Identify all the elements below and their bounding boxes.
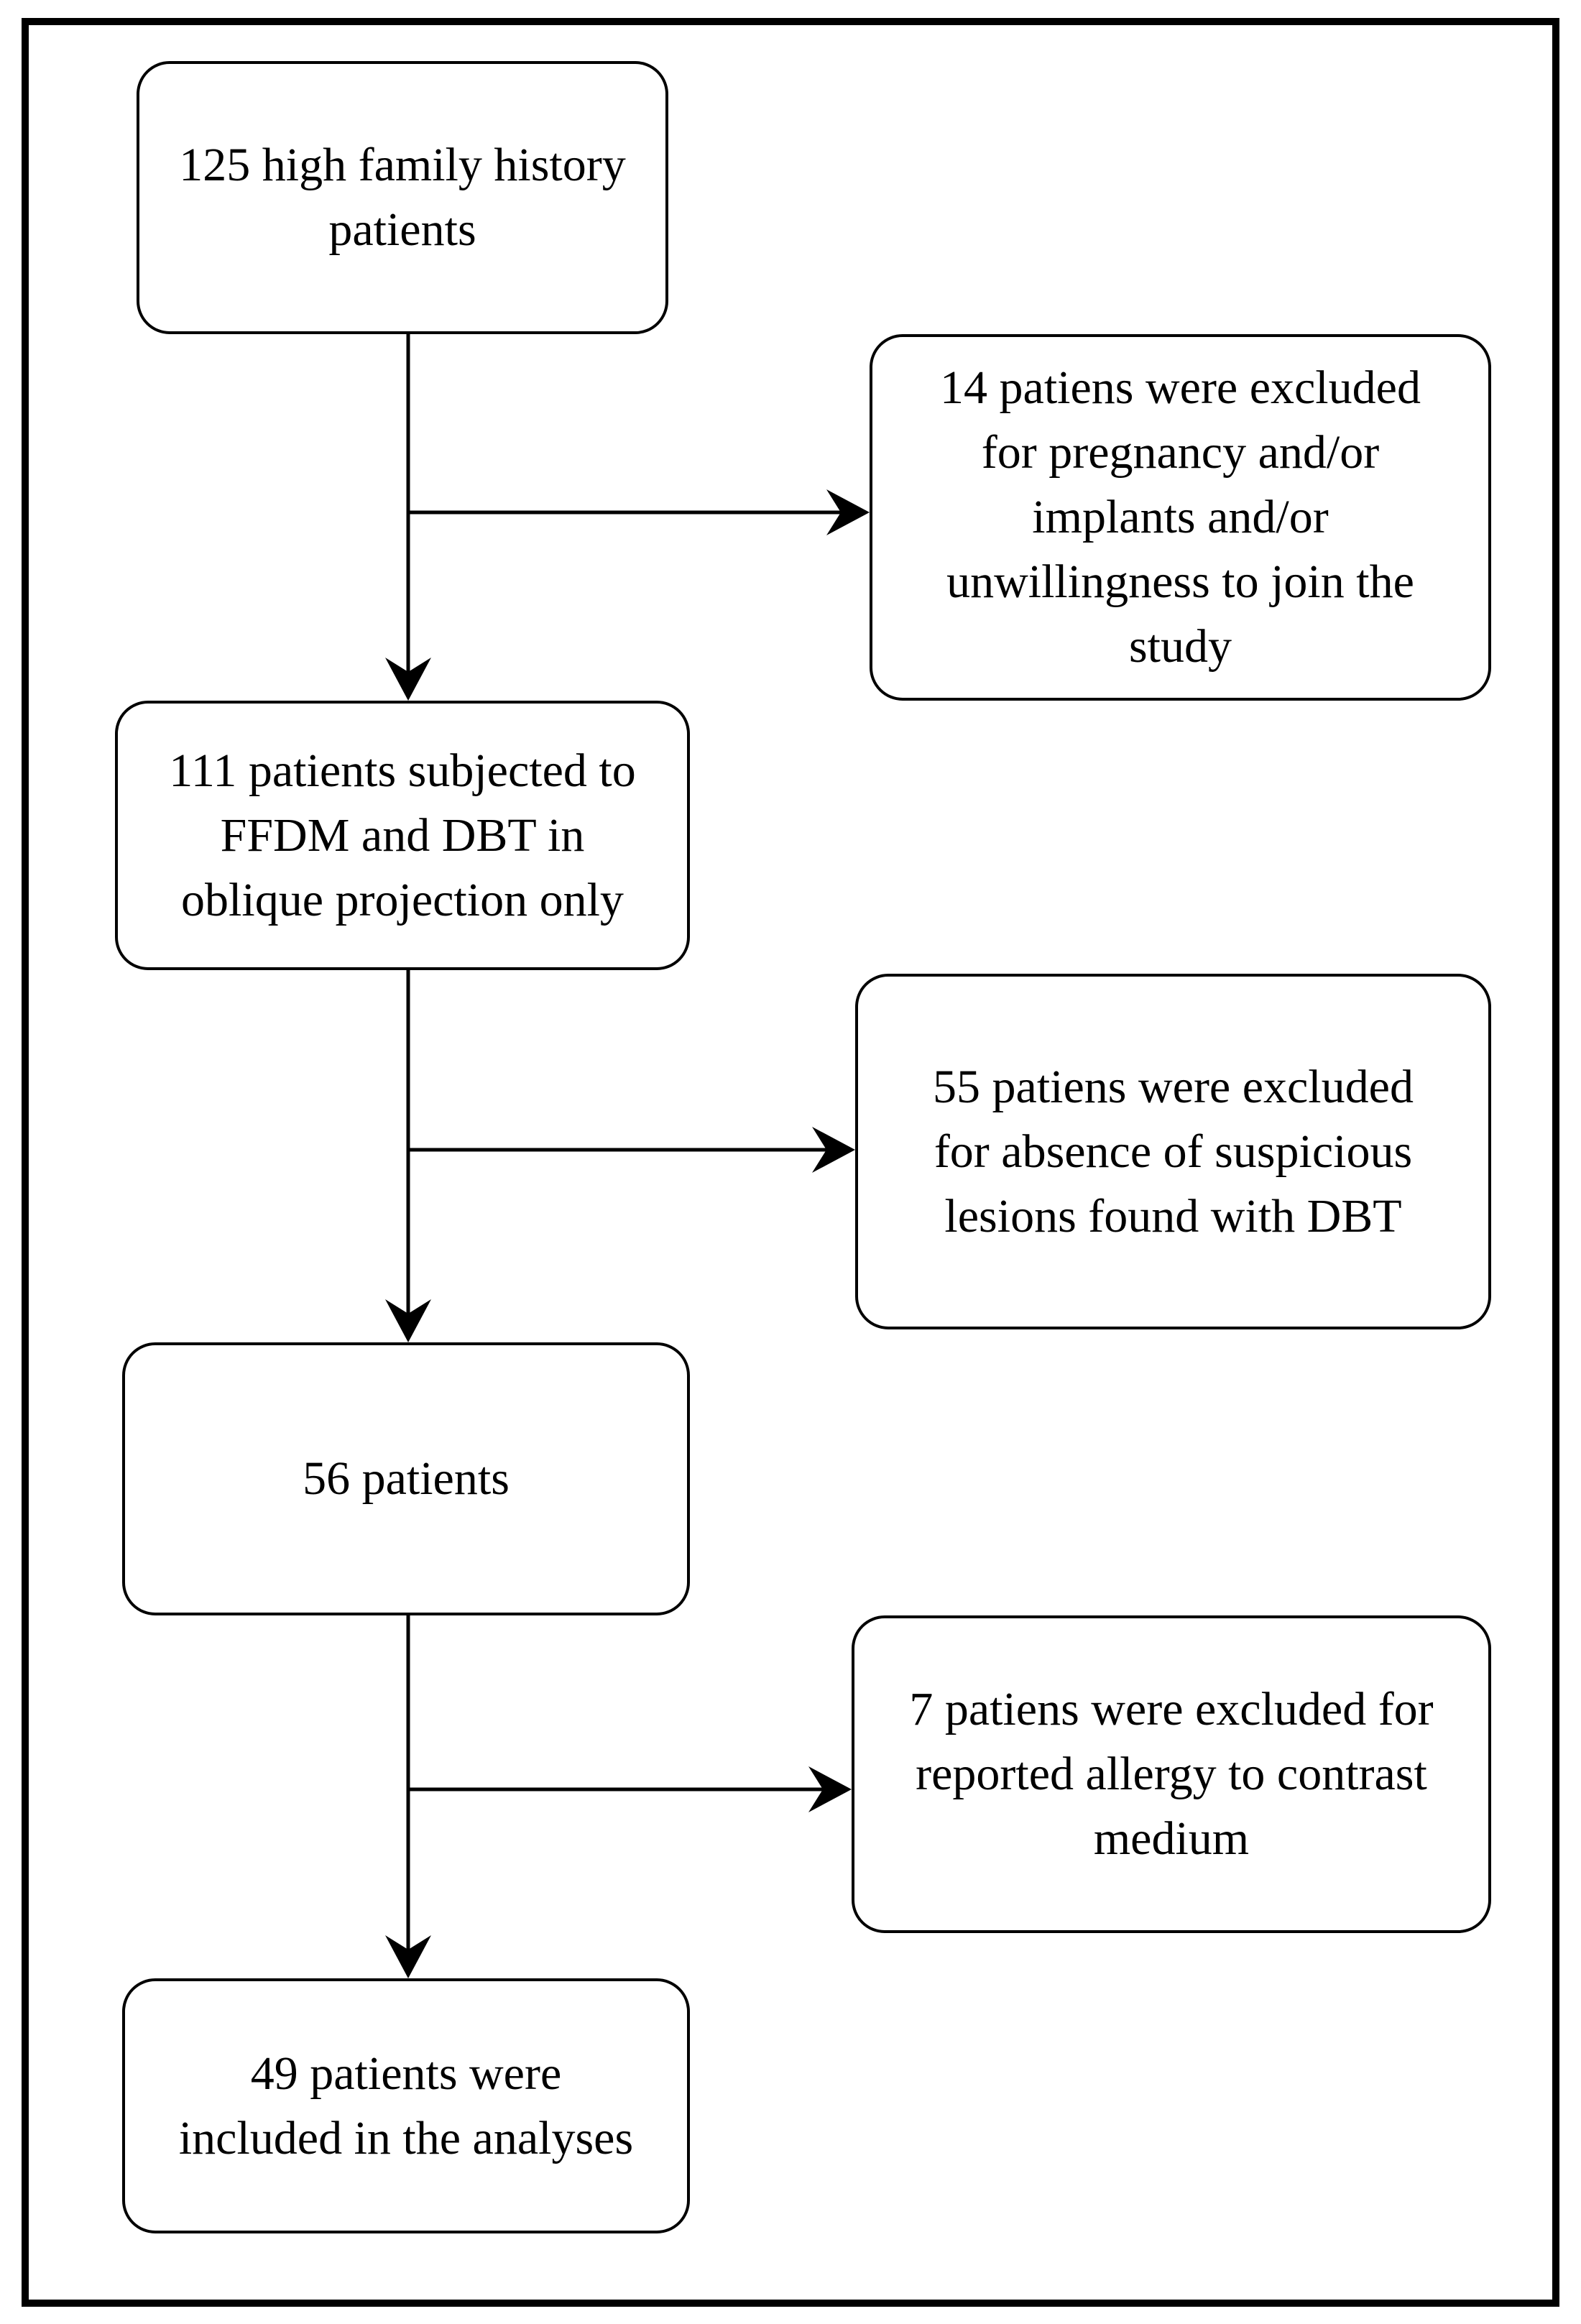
flow-box-56-patients: 56 patients: [122, 1342, 690, 1615]
flow-box-55-excluded: 55 patiens were excluded for absence of …: [855, 974, 1491, 1329]
flow-box-label: 14 patiens were excluded for pregnancy a…: [940, 361, 1421, 673]
flow-box-label: 7 patiens were excluded for reported all…: [909, 1683, 1434, 1865]
arrowhead-right-3-icon: [808, 1766, 852, 1812]
connector-cohort125-to-excluded14: [408, 489, 870, 535]
flow-box-label: 125 high family history patients: [179, 139, 626, 256]
flow-box-label: 56 patients: [303, 1452, 510, 1505]
flow-box-7-excluded: 7 patiens were excluded for reported all…: [852, 1615, 1491, 1933]
arrowhead-down-1-icon: [385, 658, 431, 701]
flow-box-49-included: 49 patients were included in the analyse…: [122, 1978, 690, 2233]
arrowhead-down-2-icon: [385, 1299, 431, 1342]
arrowhead-right-1-icon: [826, 489, 870, 535]
connector-cohort56-to-excluded7: [408, 1766, 852, 1812]
connector-cohort56-to-included49: [385, 1615, 431, 1978]
flow-box-14-excluded: 14 patiens were excluded for pregnancy a…: [870, 334, 1491, 701]
connector-cohort111-to-excluded55: [408, 1127, 855, 1173]
connector-cohort125-to-cohort111: [385, 334, 431, 701]
flow-box-label: 111 patients subjected to FFDM and DBT i…: [169, 744, 636, 926]
flow-box-125-high-family-history: 125 high family history patients: [137, 61, 668, 334]
connector-cohort111-to-cohort56: [385, 970, 431, 1342]
flow-box-label: 49 patients were included in the analyse…: [178, 2047, 634, 2164]
flow-box-label: 55 patiens were excluded for absence of …: [933, 1060, 1414, 1242]
arrowhead-right-2-icon: [812, 1127, 855, 1173]
arrowhead-down-3-icon: [385, 1935, 431, 1978]
flow-box-111-subjected: 111 patients subjected to FFDM and DBT i…: [115, 701, 690, 970]
